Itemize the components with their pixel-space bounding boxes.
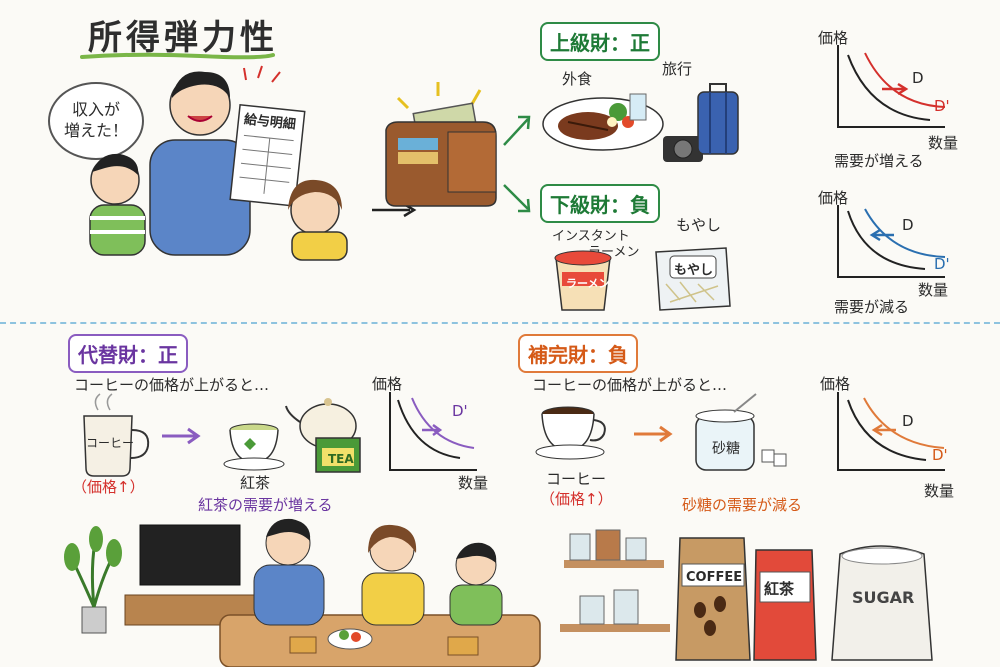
sugar-jar-icon (695, 393, 757, 471)
substitute-price-up: （価格↑） (72, 478, 145, 496)
superior-graph-xlabel: 数量 (928, 134, 959, 152)
dad-person (253, 518, 325, 626)
substitute-graph-dprime: D' (452, 402, 468, 420)
inferior-demand-graph (837, 205, 946, 278)
coffee-mug-icon (83, 393, 150, 477)
superior-items-illustration (542, 83, 739, 162)
shift-left-arrow-icon (869, 228, 881, 242)
superior-graph-ylabel: 価格 (818, 29, 849, 47)
superior-graph-caption: 需要が増える (834, 152, 924, 170)
demand-curve-d-prime (847, 399, 927, 461)
branch-arrows (503, 115, 531, 213)
breakfast-food-icon (289, 628, 479, 656)
substitute-graph-xlabel: 数量 (458, 474, 489, 492)
wallet-icon (385, 82, 497, 207)
orange-arrow-icon (634, 425, 673, 443)
tea-box-icon (315, 437, 361, 473)
coffee-mug-label: コーヒー (86, 436, 135, 450)
ramen-cup-text: ラーメン (566, 277, 610, 290)
tea-bag-text: 紅茶 (764, 580, 795, 598)
demand-curve-d (864, 208, 946, 258)
inferior-items-illustration (554, 247, 731, 311)
sugar-jar-label: 砂糖 (712, 441, 740, 457)
section-divider (0, 322, 1000, 324)
shift-left-arrow-icon (871, 423, 883, 437)
title-underline (80, 52, 275, 60)
instant-label: インスタント (552, 229, 630, 244)
superior-good-label: 上級財：正 (540, 22, 660, 61)
complement-price-up: （価格↑） (540, 490, 613, 508)
sugar-sack-text: SUGAR (852, 588, 915, 607)
family-illustration (89, 65, 348, 261)
speech-bubble: 収入が 増えた！ (48, 82, 144, 160)
demand-curve-d (863, 397, 945, 449)
complement-cup-label: コーヒー (546, 470, 607, 488)
inferior-graph-caption: 需要が減る (834, 298, 910, 316)
suitcase-icon (697, 83, 739, 155)
superior-demand-graph (837, 45, 946, 128)
coffee-cup-icon (535, 406, 606, 460)
travel-label: 旅行 (662, 60, 693, 78)
inferior-graph-ylabel: 価格 (818, 189, 849, 207)
family-breakfast-scene (64, 518, 541, 667)
complement-graph-ylabel: 価格 (820, 375, 851, 393)
tea-cup-icon (223, 423, 285, 471)
inferior-graph-d: D (902, 216, 914, 234)
moyashi-bag-text: もやし (674, 263, 714, 278)
moyashi-bag-icon (655, 247, 731, 311)
demand-curve-d (847, 54, 931, 121)
demand-curve-d-prime (864, 52, 946, 108)
tea-bag-icon (753, 549, 817, 661)
coffee-bag-icon (675, 537, 751, 661)
complement-sentence: コーヒーの価格が上がると… (532, 376, 728, 394)
substitute-demand-graph (389, 392, 477, 471)
substitute-result: 紅茶の需要が増える (198, 496, 333, 514)
substitute-graph-ylabel: 価格 (372, 375, 403, 393)
complement-demand-graph (837, 392, 945, 471)
moyashi-label: もやし (676, 216, 722, 234)
teapot-icon (285, 398, 357, 449)
complement-graph-dprime: D' (932, 446, 948, 464)
purple-arrow-icon (162, 427, 201, 445)
substitute-illustration (83, 393, 361, 477)
substitute-good-label: 代替財：正 (68, 334, 188, 373)
camera-icon (663, 136, 703, 162)
complement-graph-xlabel: 数量 (924, 482, 955, 500)
mom-person (361, 524, 425, 626)
inferior-graph-dprime: D' (934, 255, 950, 273)
complement-graph-d: D (902, 412, 914, 430)
jars-shelf-icon (560, 529, 670, 632)
substitute-sentence: コーヒーの価格が上がると… (74, 376, 270, 394)
tea-box-text: TEA (328, 452, 354, 466)
steak-plate-icon (542, 93, 664, 151)
inferior-graph-xlabel: 数量 (918, 281, 949, 299)
superior-graph-dprime: D' (934, 97, 950, 115)
page-title: 所得弾力性 (88, 18, 278, 58)
boy-person (449, 542, 503, 626)
instant-ramen-cup-icon (554, 250, 612, 311)
shift-right-arrow-icon (897, 82, 909, 96)
sugar-cubes-icon (761, 449, 787, 467)
dining-out-label: 外食 (562, 70, 593, 88)
plant-icon (64, 526, 122, 634)
sugar-sack-icon (831, 545, 933, 661)
complement-illustration (535, 393, 787, 471)
pantry-scene (560, 529, 933, 661)
shift-right-arrow-icon (432, 423, 443, 437)
complement-good-label: 補完財：負 (518, 334, 638, 373)
inferior-good-label: 下級財：負 (540, 184, 660, 223)
coffee-bag-text: COFFEE (686, 570, 743, 585)
payslip (229, 103, 306, 207)
superior-graph-d: D (912, 69, 924, 87)
complement-result: 砂糖の需要が減る (682, 496, 803, 514)
tea-label: 紅茶 (240, 474, 271, 492)
demand-curve-d-prime (847, 210, 926, 270)
tv-icon (124, 524, 256, 626)
demand-curve-d (397, 399, 461, 459)
